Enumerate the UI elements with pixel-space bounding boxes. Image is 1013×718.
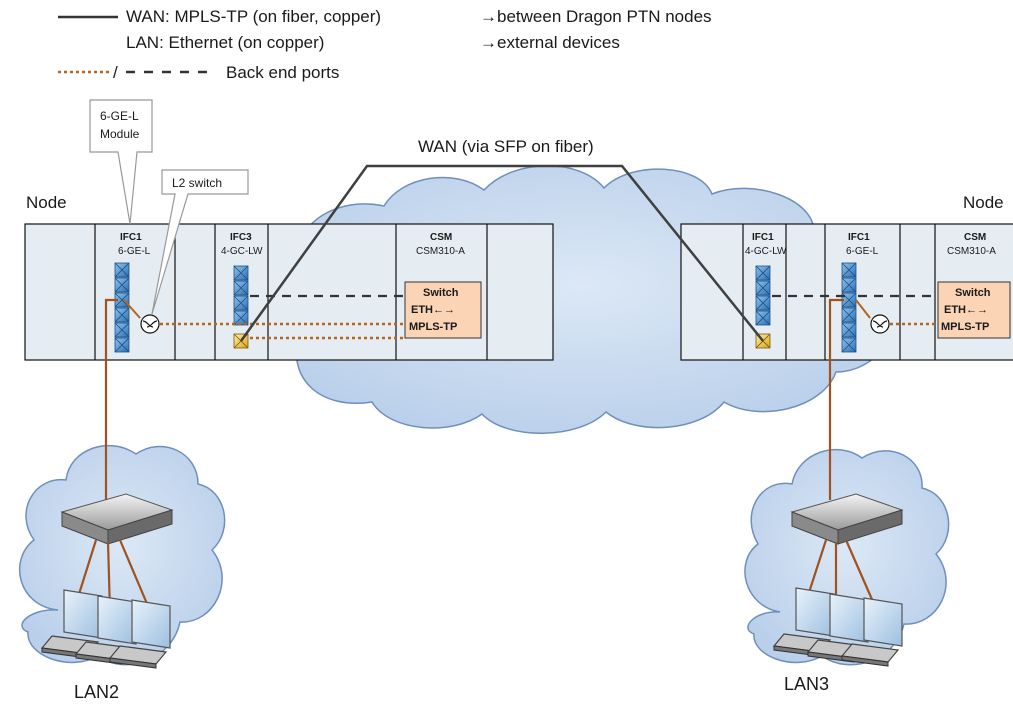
callout-l2-switch: L2 switch bbox=[151, 169, 249, 315]
legend-wan-label: WAN: MPLS-TP (on fiber, copper) bbox=[126, 7, 381, 26]
legend-backend-label: Back end ports bbox=[226, 63, 339, 82]
svg-text:ETH←→: ETH←→ bbox=[411, 304, 455, 316]
left-module-ifc3: IFC3 4-GC-LW bbox=[221, 232, 263, 349]
svg-text:MPLS-TP: MPLS-TP bbox=[941, 321, 989, 333]
svg-text:Module: Module bbox=[100, 127, 140, 141]
module-name: IFC3 bbox=[230, 232, 252, 243]
svg-text:MPLS-TP: MPLS-TP bbox=[409, 321, 457, 333]
copper-link-left bbox=[104, 298, 118, 502]
module-type: CSM310-A bbox=[947, 246, 996, 257]
legend-wan-desc: →between Dragon PTN nodes bbox=[480, 7, 712, 26]
module-type: 6-GE-L bbox=[846, 246, 879, 257]
ifc1-to-l2-link-right bbox=[855, 299, 871, 319]
right-node-label: Node bbox=[963, 193, 1004, 212]
left-module-csm: CSM CSM310-A Switch ETH←→ MPLS-TP bbox=[404, 232, 482, 339]
module-name: IFC1 bbox=[752, 232, 774, 243]
left-l2-switch-icon bbox=[140, 314, 160, 334]
svg-text:Switch: Switch bbox=[423, 287, 459, 299]
right-module-csm: CSM CSM310-A Switch ETH←→ MPLS-TP bbox=[937, 232, 1011, 339]
ifc1-to-l2-link bbox=[123, 299, 141, 319]
module-name: CSM bbox=[430, 232, 452, 243]
module-type: 4-GC-LW bbox=[745, 246, 787, 257]
lan2-ethernet-switch bbox=[60, 493, 174, 545]
svg-text:ETH←→: ETH←→ bbox=[944, 304, 988, 316]
module-type: CSM310-A bbox=[416, 246, 465, 257]
module-name: IFC1 bbox=[120, 232, 142, 243]
legend: WAN: MPLS-TP (on fiber, copper) →between… bbox=[58, 7, 712, 82]
wan-link bbox=[239, 164, 764, 342]
right-l2-switch-icon bbox=[870, 314, 890, 334]
right-module-ifc1-4gc: IFC1 4-GC-LW bbox=[745, 232, 787, 349]
module-name: IFC1 bbox=[848, 232, 870, 243]
right-switch-box: Switch ETH←→ MPLS-TP bbox=[937, 281, 1011, 339]
right-module-ifc1-6gel: IFC1 6-GE-L bbox=[841, 232, 879, 353]
lan3-label: LAN3 bbox=[784, 674, 829, 694]
left-node-label: Node bbox=[26, 193, 67, 212]
legend-lan-desc: →external devices bbox=[480, 33, 620, 52]
wan-cloud-label: WAN (via SFP on fiber) bbox=[418, 137, 594, 156]
svg-text:6-GE-L: 6-GE-L bbox=[100, 109, 139, 123]
lan3-ethernet-switch bbox=[790, 493, 904, 545]
left-node: Node IFC1 6-GE-L IFC3 4-GC-LW bbox=[24, 193, 554, 361]
module-type: 4-GC-LW bbox=[221, 246, 263, 257]
module-name: CSM bbox=[964, 232, 986, 243]
legend-lan-label: LAN: Ethernet (on copper) bbox=[126, 33, 324, 52]
legend-backend-separator: / bbox=[113, 63, 118, 82]
module-type: 6-GE-L bbox=[118, 246, 151, 257]
lan3-devices: LAN3 bbox=[773, 493, 904, 694]
copper-link-right bbox=[828, 298, 844, 500]
lan2-label: LAN2 bbox=[74, 682, 119, 702]
callout-6gel-module: 6-GE-L Module bbox=[89, 99, 153, 225]
lan2-devices: LAN2 bbox=[41, 493, 174, 702]
right-node: Node IFC1 4-GC-LW IFC1 6-GE-L bbox=[680, 193, 1013, 361]
svg-text:Switch: Switch bbox=[955, 287, 991, 299]
left-module-ifc1: IFC1 6-GE-L bbox=[114, 232, 151, 353]
left-switch-box: Switch ETH←→ MPLS-TP bbox=[404, 281, 482, 339]
svg-text:L2 switch: L2 switch bbox=[172, 176, 222, 190]
